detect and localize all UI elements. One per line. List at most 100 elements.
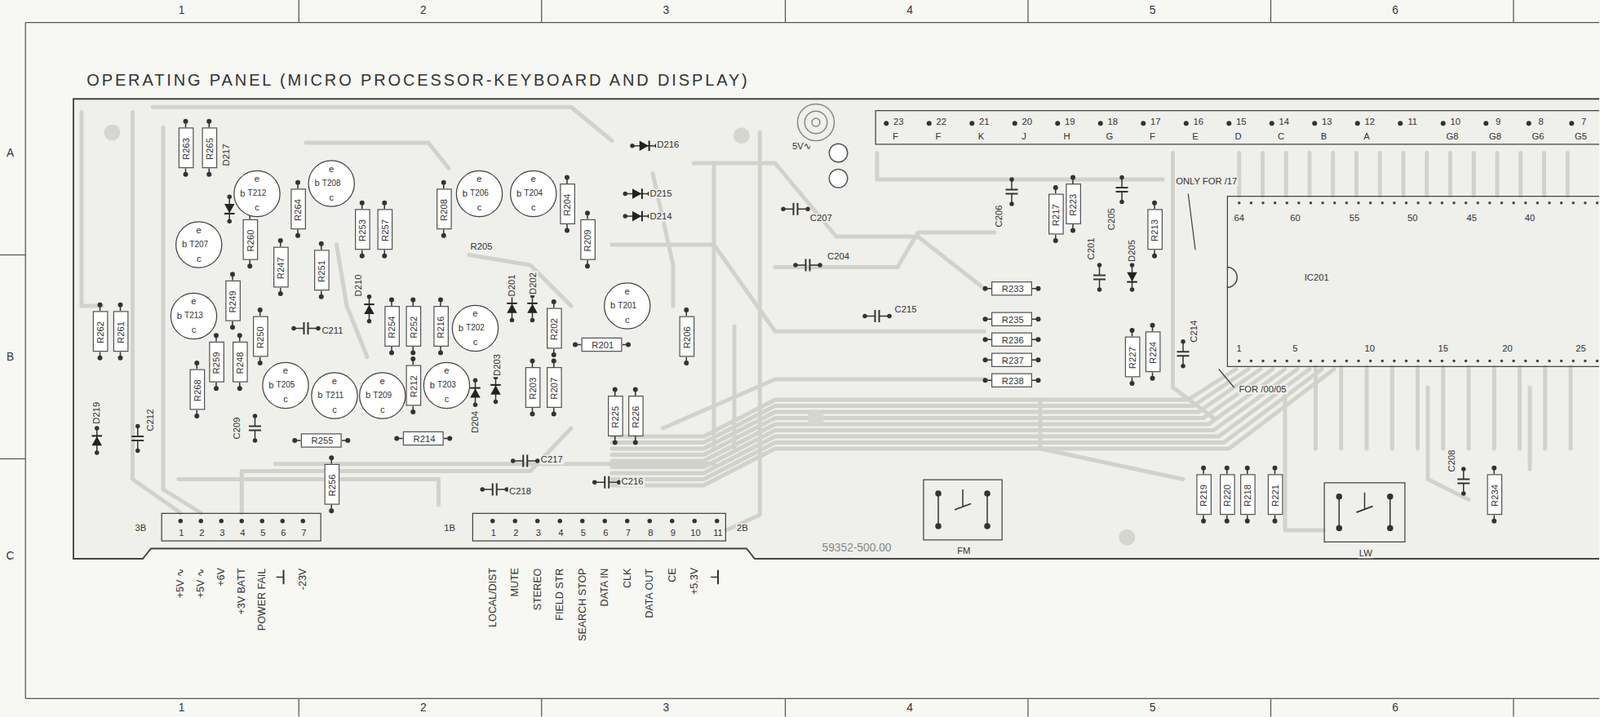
part-label: R262 (96, 321, 106, 344)
diode-symbol (623, 188, 653, 200)
solder-pad (206, 119, 212, 125)
capacitor-plate (607, 476, 610, 489)
solder-pad (1119, 175, 1125, 181)
capacitor-lead (294, 327, 304, 330)
connector-pin (178, 518, 184, 524)
signal-name: -23V (297, 567, 309, 591)
solder-pad (1152, 200, 1157, 206)
connector-pin (301, 518, 306, 524)
capacitor-label: C218 (508, 487, 532, 497)
solder-pad (441, 233, 447, 239)
solder-pad (585, 263, 590, 269)
pcb-trace (1492, 367, 1497, 449)
capacitor-plate (307, 322, 310, 335)
connector-pin (669, 518, 675, 524)
supply-label: 5V∿ (791, 141, 813, 151)
ic-pin-number: 64 (1232, 213, 1246, 223)
pin-letter: c (477, 203, 483, 213)
capacitor-label: C214 (1189, 319, 1199, 344)
diode-label: D217 (221, 142, 231, 167)
part-label: R213 (1151, 219, 1161, 242)
pcb-trace (611, 369, 1237, 438)
pcb-trace (877, 153, 1163, 181)
solder-pad (862, 314, 868, 320)
pin-letter: e (443, 366, 449, 376)
connector-label: F (891, 132, 900, 142)
pcb-trace (1338, 367, 1343, 449)
solder-pad (359, 200, 365, 206)
connector-label: 2B (735, 523, 750, 533)
signal-name: LOCAL/DIST (487, 567, 499, 629)
pin-letter: b (458, 323, 464, 333)
resistor-box: R201 (581, 337, 623, 353)
pin-number: 7 (624, 528, 633, 538)
pin-number: 12 (1363, 117, 1376, 127)
pin-number: 15 (1235, 117, 1248, 127)
part-label: R227 (1128, 346, 1138, 369)
grid-ref: 1 (177, 4, 186, 17)
pcb-trace (693, 163, 984, 289)
pin-number: 4 (557, 528, 565, 538)
solder-pad (1461, 491, 1467, 497)
part-label: R219 (1200, 484, 1210, 507)
connector-pin (239, 518, 245, 524)
connector-pin (580, 518, 586, 524)
connector-pin (513, 518, 519, 524)
connector-header: 3B1234567 (161, 513, 322, 542)
capacitor-label: C211 (320, 327, 345, 337)
ic-pin (1428, 359, 1432, 364)
transistor-circle: T212ebc (233, 170, 281, 218)
lamp-pad (828, 169, 848, 189)
pin-number: 11 (1406, 117, 1419, 127)
pcb-trace (1284, 153, 1289, 197)
pin-number: 10 (1449, 117, 1462, 127)
pcb-trace (1518, 153, 1523, 197)
diode-body (527, 304, 538, 314)
capacitor-plate (793, 203, 795, 216)
pin-letter: b (365, 390, 371, 400)
pin-number: 6 (602, 528, 610, 538)
solder-pad (473, 403, 479, 408)
capacitor-plate (1093, 274, 1106, 277)
connector-pin (490, 518, 496, 524)
mounting-hole (1118, 529, 1135, 546)
connector-label: B (1319, 132, 1328, 142)
pcb-trace (1307, 153, 1312, 197)
ic-pin (1547, 359, 1552, 364)
diode-label: D215 (648, 189, 673, 199)
pcb-trace (1415, 367, 1420, 449)
diode-bar (641, 211, 643, 222)
lamp-pad (828, 143, 848, 163)
solder-pad (886, 314, 892, 320)
ic-pin (1524, 359, 1528, 364)
capacitor-plate (526, 455, 528, 468)
capacitor-lead (137, 440, 139, 450)
jack-ring (804, 110, 828, 134)
resistor-box: R253 (354, 208, 370, 250)
solder-pad (530, 359, 536, 364)
pcb-trace (1440, 367, 1445, 449)
part-label: R206 (682, 326, 692, 349)
solder-pad (473, 378, 479, 384)
pcb-trace (1467, 367, 1472, 449)
capacitor-plate (303, 322, 306, 335)
diode-body (1126, 272, 1138, 282)
solder-pad (983, 336, 989, 342)
pin-letter: b (317, 390, 323, 400)
pin-letter: c (332, 405, 337, 415)
resistor-box: R256 (323, 464, 340, 506)
capacitor-lead (595, 482, 605, 484)
solder-pad (94, 425, 100, 431)
part-label: R265 (205, 137, 215, 160)
capacitor-plate (797, 203, 799, 216)
solder-pad (633, 440, 639, 446)
solder-pad (367, 294, 373, 300)
pcb-trace (611, 369, 1322, 480)
capacitor-symbol (1116, 175, 1129, 205)
part-label: R221 (1271, 484, 1281, 507)
part-label: R250 (256, 326, 266, 349)
capacitor-plate (1006, 193, 1019, 196)
solder-pad (410, 409, 416, 415)
solder-pad (1150, 323, 1156, 328)
